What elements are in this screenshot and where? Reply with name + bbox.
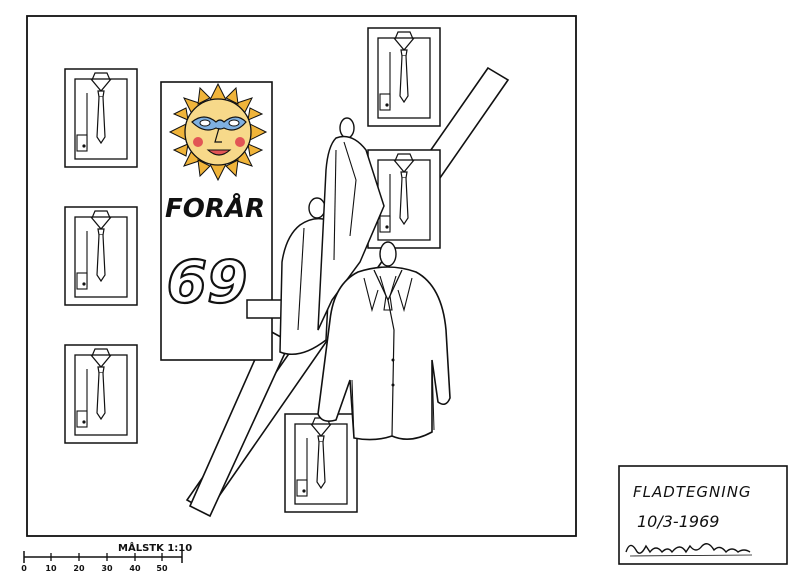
shirt-box-left-2 [64, 206, 138, 306]
shirt-box-left-3 [64, 344, 138, 444]
title-block: FLADTEGNING 10/3-1969 [618, 465, 788, 565]
mannequin-middle [317, 117, 385, 331]
display-frame [26, 15, 577, 537]
scale-tick-50: 50 [156, 564, 168, 573]
poster-year: 69 [167, 248, 248, 316]
shirt-box-bottom [284, 413, 358, 513]
scale-bar: MÅLSTK 1:10 0 10 20 30 40 50 [21, 541, 192, 573]
scale-label: MÅLSTK 1:10 [118, 541, 192, 554]
scale-tick-40: 40 [129, 564, 141, 573]
scale-tick-20: 20 [73, 564, 85, 573]
scale-tick-10: 10 [45, 564, 57, 573]
mannequin-front [317, 241, 451, 441]
poster-title: FORÅR [165, 192, 265, 224]
scale-tick-0: 0 [21, 564, 27, 573]
shirt-box-right-1 [367, 27, 441, 127]
sun-icon [168, 82, 268, 182]
drawing-title: FLADTEGNING [633, 483, 752, 501]
spring-poster: FORÅR 69 [160, 81, 273, 361]
scale-tick-30: 30 [101, 564, 113, 573]
drawing-date: 10/3-1969 [637, 512, 719, 531]
shirt-box-left-1 [64, 68, 138, 168]
signature [625, 543, 751, 554]
